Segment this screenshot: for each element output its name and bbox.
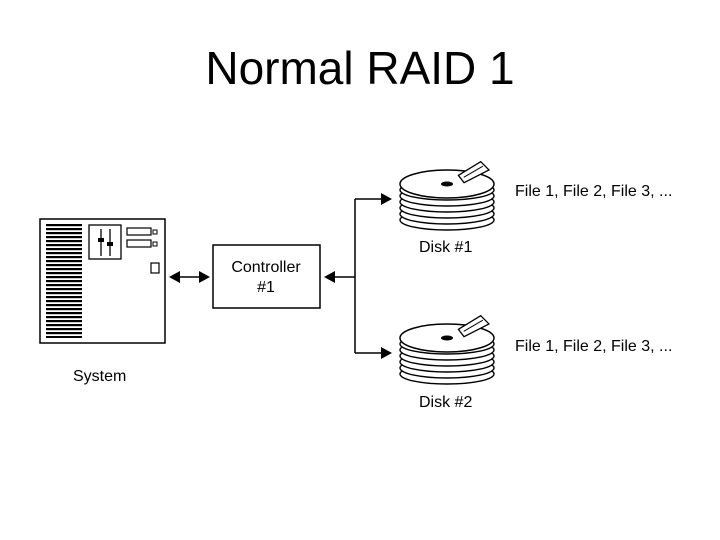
system-controller-arrow [169, 271, 210, 283]
disk-2-read-arm [457, 314, 491, 338]
system-computer [39, 218, 166, 344]
system-vent-stripes [46, 224, 82, 338]
page-title: Normal RAID 1 [205, 42, 515, 94]
system-slider-panel [88, 224, 122, 260]
controller-box [212, 244, 321, 309]
disk-2-icon [399, 314, 495, 385]
system-power-button [150, 262, 160, 274]
disk-1-icon [399, 160, 495, 231]
disk-1-read-arm [457, 160, 491, 184]
system-drive-bay-2 [126, 239, 152, 248]
disk-1-contents: File 1, File 2, File 3, ... [515, 183, 672, 200]
system-drive-bay-1 [126, 227, 152, 236]
disk-2-contents: File 1, File 2, File 3, ... [515, 338, 672, 355]
disk-1-label: Disk #1 [419, 239, 472, 256]
controller-disk-connector [324, 193, 392, 359]
system-label: System [73, 368, 126, 385]
controller-label-line1: Controller [231, 259, 301, 276]
disk-2-label: Disk #2 [419, 394, 472, 411]
controller-label-line2: #1 [257, 279, 275, 296]
